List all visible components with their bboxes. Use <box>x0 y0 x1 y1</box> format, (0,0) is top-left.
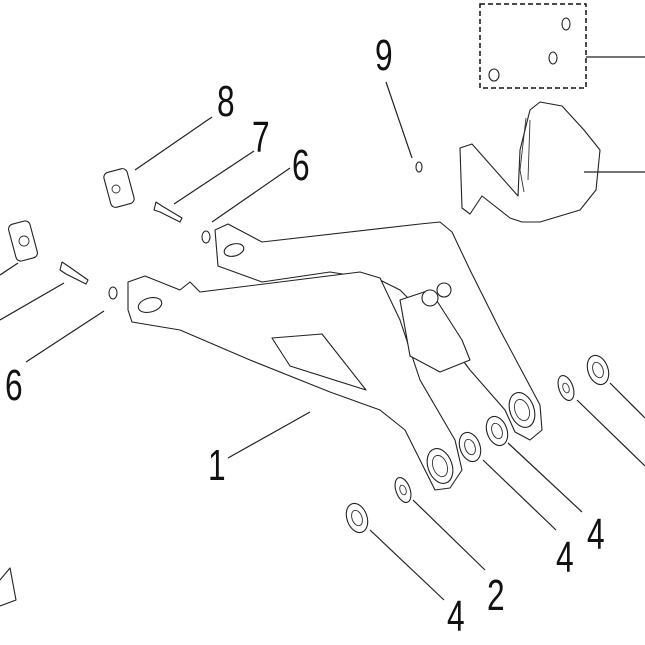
callout-7: 7 <box>252 113 270 162</box>
callout-8: 8 <box>217 77 235 126</box>
callout-4-bottom: 4 <box>447 592 465 641</box>
callout-4-mid: 4 <box>556 533 574 582</box>
callout-9: 9 <box>375 31 393 80</box>
callout-2: 2 <box>487 571 505 620</box>
adjuster-block-8 <box>0 116 213 276</box>
screw-kit-box <box>479 3 645 89</box>
callout-6-lower: 6 <box>5 361 23 410</box>
swingarm-frame <box>127 221 543 491</box>
direction-arrow-icon <box>0 567 17 607</box>
bearings-washers <box>345 354 645 601</box>
screw-icon <box>488 17 571 82</box>
bolt-7 <box>0 150 255 321</box>
callout-1: 1 <box>208 441 226 490</box>
bearing-icon <box>345 354 610 534</box>
screw-9 <box>385 81 423 173</box>
washer-icon <box>394 375 575 503</box>
callout-6-upper: 6 <box>292 141 310 190</box>
callout-4-right: 4 <box>587 510 605 559</box>
nut-6 <box>25 167 291 363</box>
chain-guard <box>459 101 645 223</box>
